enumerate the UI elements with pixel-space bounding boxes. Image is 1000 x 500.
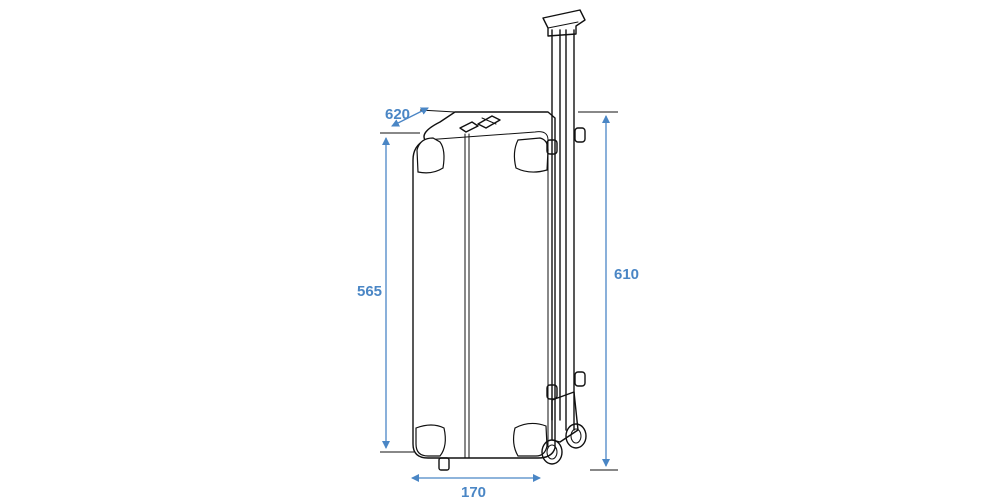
rail-bracket-top-left (546, 139, 558, 155)
corner-protector-top-right (513, 137, 549, 173)
case-foot (438, 457, 450, 471)
extension-lines (380, 109, 618, 471)
wheel-front (541, 439, 563, 465)
corner-protector-bottom-right (512, 422, 548, 457)
dimension-line-depth (391, 107, 429, 127)
pull-handle-grip (542, 9, 586, 37)
dimension-label-total-height: 610 (614, 266, 639, 283)
corner-protector-bottom-left (415, 424, 446, 457)
dimension-label-width: 170 (461, 484, 486, 500)
dimension-lines (382, 107, 610, 482)
case-top-edge (424, 131, 549, 141)
trolley-assembly (541, 9, 587, 465)
dimension-label-depth: 620 (385, 106, 410, 123)
rail-bracket-bottom-left (546, 384, 558, 400)
wheel-rear (565, 423, 587, 449)
rail-bracket-top-right (574, 127, 586, 143)
top-handle (459, 115, 501, 133)
case-outline (412, 111, 556, 459)
dimension-label-case-height: 565 (357, 283, 382, 300)
rail-bracket-bottom-right (574, 371, 586, 387)
ext-line-depth (419, 109, 456, 113)
wheel-housing (551, 391, 579, 443)
case-body (412, 111, 556, 471)
corner-protector-top-left (416, 137, 445, 174)
